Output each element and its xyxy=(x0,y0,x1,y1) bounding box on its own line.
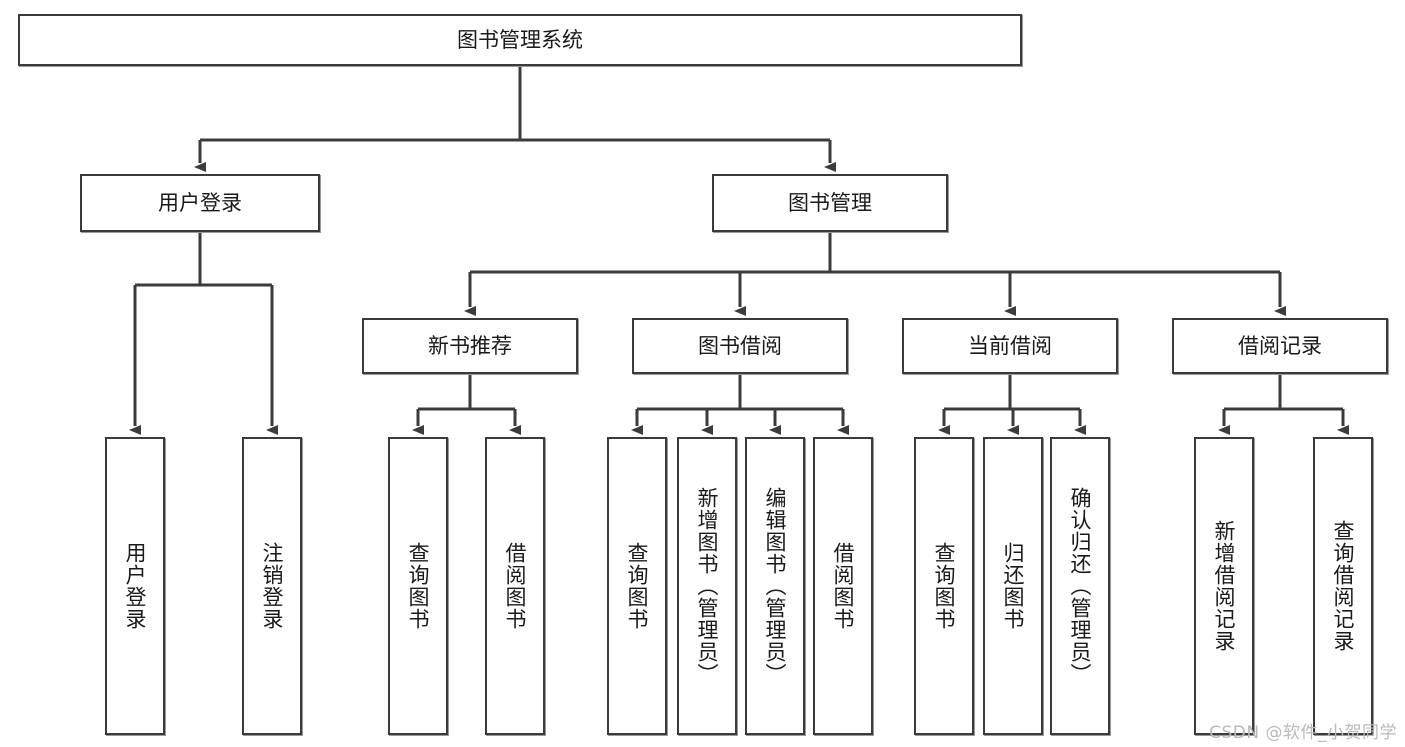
node-leaf-query-book-rec[interactable]: 查询图书 xyxy=(388,437,448,735)
node-leaf-query-book-borrow-label: 查询图书 xyxy=(625,542,650,630)
node-leaf-edit-book[interactable]: 编辑图书（管理员） xyxy=(745,437,805,735)
node-root-label: 图书管理系统 xyxy=(457,27,583,52)
node-leaf-add-record-label: 新增借阅记录 xyxy=(1212,520,1237,652)
node-leaf-query-book-rec-label: 查询图书 xyxy=(406,542,431,630)
node-current-borrow-label: 当前借阅 xyxy=(968,333,1052,358)
node-leaf-borrow-book-label: 借阅图书 xyxy=(831,542,856,630)
node-leaf-add-book[interactable]: 新增图书（管理员） xyxy=(677,437,737,735)
node-leaf-query-book-cur[interactable]: 查询图书 xyxy=(914,437,974,735)
node-leaf-confirm-return[interactable]: 确认归还（管理员） xyxy=(1050,437,1110,735)
node-user-login-label: 用户登录 xyxy=(158,190,242,215)
node-leaf-query-book-cur-label: 查询图书 xyxy=(932,542,957,630)
node-leaf-borrow-book[interactable]: 借阅图书 xyxy=(813,437,873,735)
node-leaf-user-logout-label: 注销登录 xyxy=(260,542,285,630)
node-book-borrow[interactable]: 图书借阅 xyxy=(632,318,848,374)
node-leaf-query-record-label: 查询借阅记录 xyxy=(1331,520,1356,652)
node-user-login[interactable]: 用户登录 xyxy=(80,174,320,232)
node-leaf-user-login-label: 用户登录 xyxy=(123,542,148,630)
node-leaf-confirm-return-label: 确认归还（管理员） xyxy=(1068,487,1093,685)
node-book-borrow-label: 图书借阅 xyxy=(698,333,782,358)
node-leaf-query-book-borrow[interactable]: 查询图书 xyxy=(607,437,667,735)
node-leaf-user-login[interactable]: 用户登录 xyxy=(105,437,165,735)
node-leaf-add-record[interactable]: 新增借阅记录 xyxy=(1194,437,1254,735)
node-current-borrow[interactable]: 当前借阅 xyxy=(902,318,1118,374)
node-root[interactable]: 图书管理系统 xyxy=(18,14,1022,66)
node-leaf-user-logout[interactable]: 注销登录 xyxy=(242,437,302,735)
node-book-manage[interactable]: 图书管理 xyxy=(712,174,948,232)
node-borrow-record-label: 借阅记录 xyxy=(1238,333,1322,358)
node-leaf-edit-book-label: 编辑图书（管理员） xyxy=(763,487,788,685)
node-borrow-record[interactable]: 借阅记录 xyxy=(1172,318,1388,374)
node-leaf-return-book[interactable]: 归还图书 xyxy=(983,437,1043,735)
csdn-watermark: CSDN @软件_小贺同学 xyxy=(1209,723,1397,743)
node-leaf-return-book-label: 归还图书 xyxy=(1001,542,1026,630)
node-book-manage-label: 图书管理 xyxy=(788,190,872,215)
node-leaf-query-record[interactable]: 查询借阅记录 xyxy=(1313,437,1373,735)
node-leaf-borrow-book-rec-label: 借阅图书 xyxy=(503,542,528,630)
node-leaf-borrow-book-rec[interactable]: 借阅图书 xyxy=(485,437,545,735)
node-new-book-recommend-label: 新书推荐 xyxy=(428,333,512,358)
node-leaf-add-book-label: 新增图书（管理员） xyxy=(695,487,720,685)
node-new-book-recommend[interactable]: 新书推荐 xyxy=(362,318,578,374)
